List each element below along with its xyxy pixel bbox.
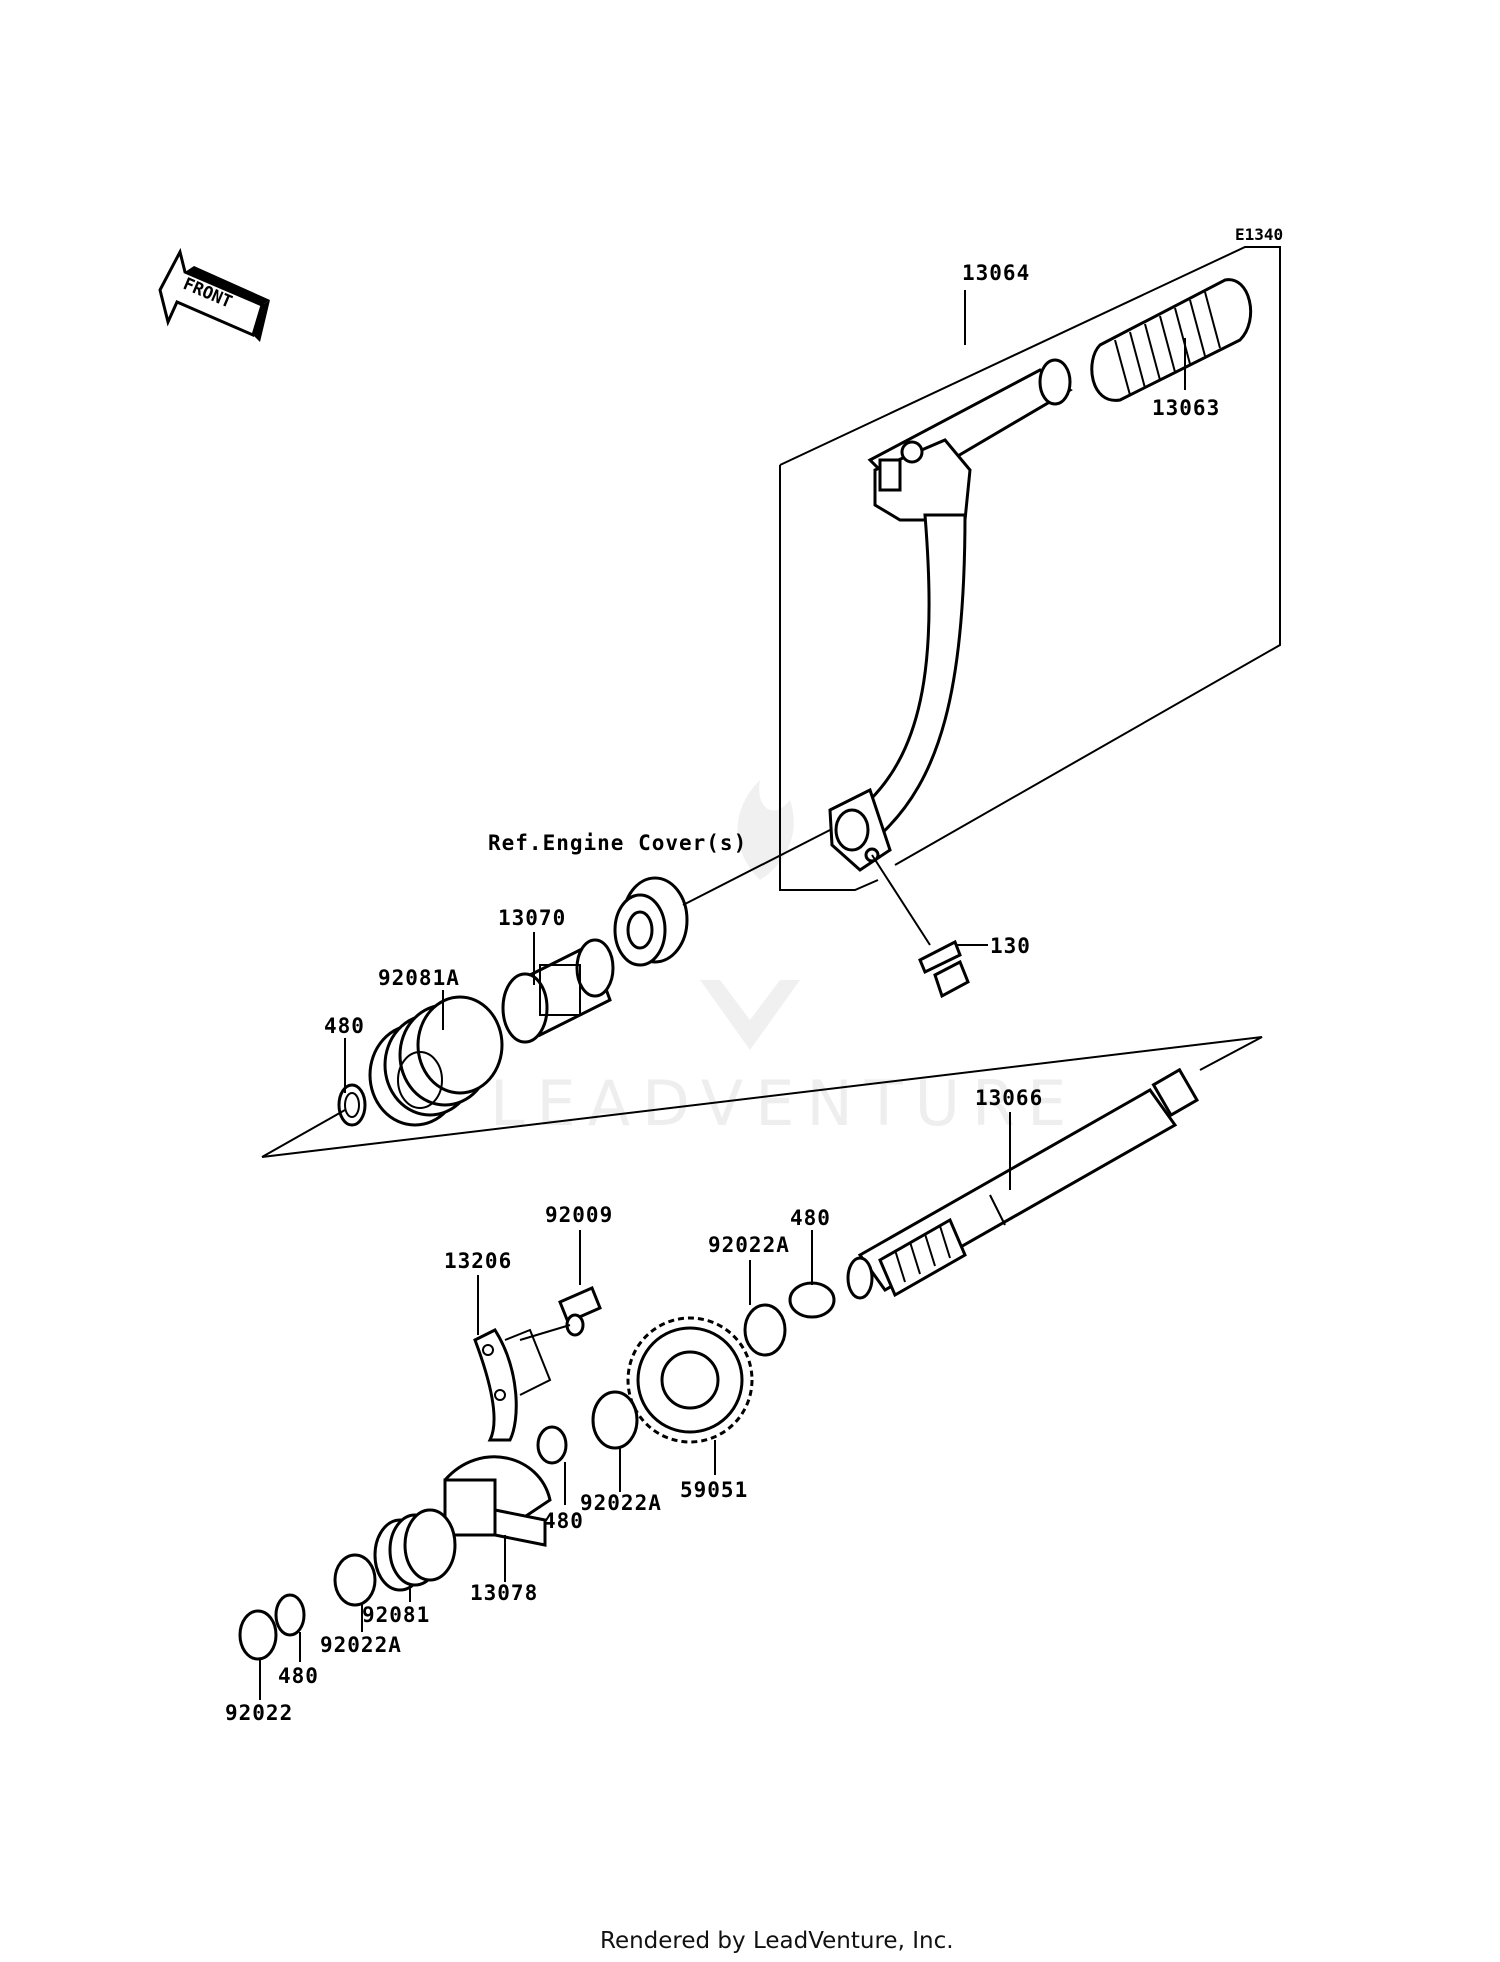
part-label-13070: 13070 <box>498 906 566 930</box>
part-label-480: 480 <box>278 1664 319 1688</box>
part-label-13206: 13206 <box>444 1249 512 1273</box>
diagram-code: E1340 <box>1235 225 1283 244</box>
guide-13070 <box>501 938 615 1044</box>
part-label-92009: 92009 <box>545 1203 613 1227</box>
circlip-480-d <box>274 1593 306 1637</box>
grip-rubber <box>1090 278 1253 402</box>
footer-credit: Rendered by LeadVenture, Inc. <box>600 1928 954 1954</box>
washer-92022A-c <box>333 1553 377 1607</box>
kick-lever <box>828 358 1073 872</box>
washer-92022A-b <box>591 1390 639 1450</box>
reference-label: Ref.Engine Cover(s) <box>488 831 747 855</box>
washer-92022 <box>238 1609 278 1661</box>
oil-seal <box>613 829 831 967</box>
lever-assembly-box <box>779 246 1281 891</box>
circlip-480-b <box>788 1281 836 1319</box>
shaft-group-line <box>261 1036 1263 1158</box>
part-label-13064: 13064 <box>962 261 1030 285</box>
part-label-59051: 59051 <box>680 1478 748 1502</box>
guide-plate-13206 <box>473 1286 602 1442</box>
bolt-130 <box>871 854 970 999</box>
part-label-92081: 92081 <box>362 1603 430 1627</box>
part-label-92022A: 92022A <box>708 1233 790 1257</box>
part-label-92022: 92022 <box>225 1701 293 1725</box>
part-label-480: 480 <box>324 1014 365 1038</box>
part-label-480: 480 <box>543 1509 584 1533</box>
watermark-text: LEADVENTURE <box>490 1067 1078 1140</box>
part-label-13063: 13063 <box>1152 396 1220 420</box>
gear-59051 <box>626 1316 754 1444</box>
spring-92081A <box>368 995 504 1127</box>
part-label-92081A: 92081A <box>378 966 460 990</box>
part-label-92022A: 92022A <box>320 1633 402 1657</box>
part-label-130: 130 <box>990 934 1031 958</box>
leader-lines <box>259 290 1186 1700</box>
part-label-92022A: 92022A <box>580 1491 662 1515</box>
part-label-13066: 13066 <box>975 1086 1043 1110</box>
washer-92022A-a <box>743 1303 787 1357</box>
part-label-13078: 13078 <box>470 1581 538 1605</box>
circlip-480-c <box>536 1425 568 1465</box>
kick-shaft <box>846 1067 1200 1300</box>
ratchet-13078 <box>443 1455 552 1547</box>
circlip-480-a <box>337 1083 367 1127</box>
part-label-480: 480 <box>790 1206 831 1230</box>
front-arrow-icon: FRONT <box>158 247 270 342</box>
spring-92081 <box>373 1508 457 1592</box>
